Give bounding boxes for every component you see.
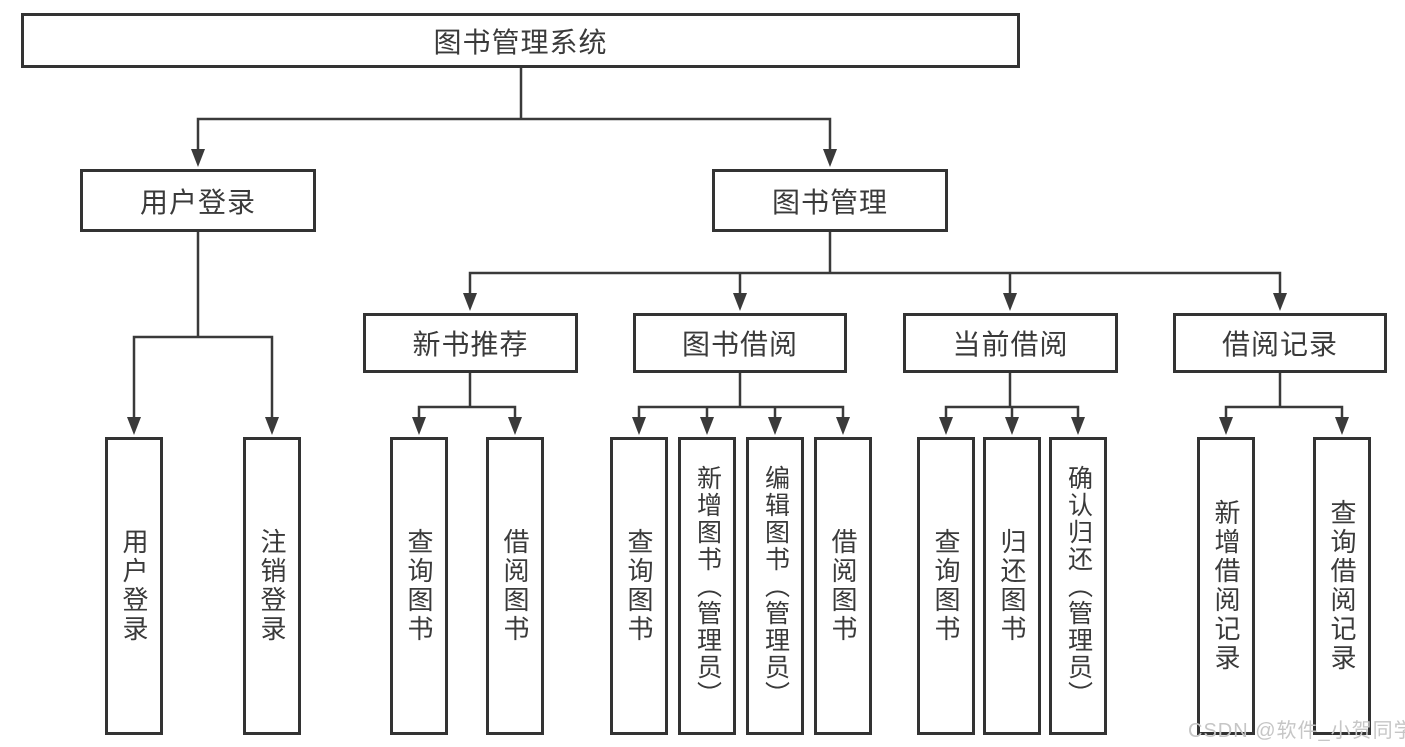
node-borrowing-records: 借阅记录 bbox=[1173, 313, 1387, 373]
node-current-borrowing: 当前借阅 bbox=[903, 313, 1118, 373]
leaf-label: 新增借阅记录 bbox=[1211, 499, 1241, 673]
leaf-query-books: 查询图书 bbox=[610, 437, 668, 735]
leaf-borrow-books: 借阅图书 bbox=[486, 437, 544, 735]
leaf-edit-book-admin: 编辑图书（管理员） bbox=[746, 437, 804, 735]
leaf-label: 确认归还（管理员） bbox=[1064, 464, 1093, 708]
csdn-watermark: CSDN @软件_小贺同学 bbox=[1188, 720, 1405, 742]
leaf-label: 归还图书 bbox=[997, 528, 1027, 644]
leaf-return-books: 归还图书 bbox=[983, 437, 1041, 735]
leaf-logout: 注销登录 bbox=[243, 437, 301, 735]
leaf-query-books: 查询图书 bbox=[917, 437, 975, 735]
node-library-management-system: 图书管理系统 bbox=[21, 13, 1020, 68]
leaf-label: 借阅图书 bbox=[828, 528, 858, 644]
leaf-label: 新增图书（管理员） bbox=[693, 464, 722, 708]
leaf-borrow-books: 借阅图书 bbox=[814, 437, 872, 735]
leaf-query-borrow-record: 查询借阅记录 bbox=[1313, 437, 1371, 735]
node-new-book-recommend: 新书推荐 bbox=[363, 313, 578, 373]
node-book-management: 图书管理 bbox=[712, 169, 948, 232]
leaf-label: 查询图书 bbox=[624, 528, 654, 644]
leaf-label: 编辑图书（管理员） bbox=[761, 464, 790, 708]
leaf-query-books: 查询图书 bbox=[390, 437, 448, 735]
leaf-label: 借阅图书 bbox=[500, 528, 530, 644]
arrowheads bbox=[127, 149, 1349, 435]
leaf-label: 查询图书 bbox=[404, 528, 434, 644]
leaf-add-book-admin: 新增图书（管理员） bbox=[678, 437, 736, 735]
leaf-label: 查询图书 bbox=[931, 528, 961, 644]
leaf-add-borrow-record: 新增借阅记录 bbox=[1197, 437, 1255, 735]
leaf-label: 注销登录 bbox=[257, 528, 287, 644]
leaf-label: 用户登录 bbox=[119, 528, 149, 644]
leaf-confirm-return-admin: 确认归还（管理员） bbox=[1049, 437, 1107, 735]
leaf-label: 查询借阅记录 bbox=[1327, 499, 1357, 673]
leaf-user-login: 用户登录 bbox=[105, 437, 163, 735]
node-book-borrowing: 图书借阅 bbox=[633, 313, 847, 373]
node-user-login: 用户登录 bbox=[80, 169, 316, 232]
